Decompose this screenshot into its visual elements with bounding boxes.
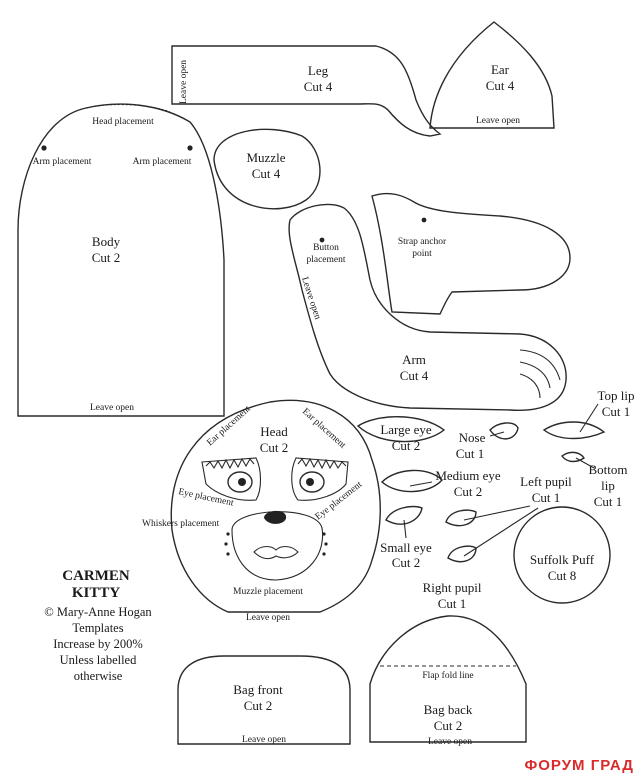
nose-cut: Cut 1 [456, 446, 485, 461]
head-ear-placement-left: Ear placement [205, 404, 253, 448]
ear-name: Ear [491, 62, 510, 77]
pattern-note-2: Increase by 200% [53, 637, 143, 651]
bag-back-cut: Cut 2 [434, 718, 463, 733]
large-eye-cut: Cut 2 [392, 438, 421, 453]
bag-back-name: Bag back [424, 702, 473, 717]
left-pupil-mark [238, 478, 246, 486]
left-pupil-name: Left pupil [520, 474, 572, 489]
suffolk-puff-piece: Suffolk Puff Cut 8 [513, 506, 611, 604]
pupil-pieces: Left pupil Cut 1 Right pupil Cut 1 [423, 474, 573, 611]
top-lip-cut: Cut 1 [602, 404, 631, 419]
leg-piece: Leg Cut 4 Leave open [171, 45, 442, 137]
body-arm-placement-left: Arm placement [33, 157, 92, 167]
head-whiskers-placement: Whiskers placement [142, 519, 220, 529]
pattern-credit: © Mary-Anne Hogan [44, 605, 152, 619]
small-eye-name: Small eye [380, 540, 432, 555]
small-eye-cut: Cut 2 [392, 555, 421, 570]
nose-name: Nose [459, 430, 486, 445]
ear-leave-open: Leave open [476, 116, 520, 126]
right-pupil-cut: Cut 1 [438, 596, 467, 611]
pattern-title-block: CARMEN KITTY © Mary-Anne Hogan Templates… [44, 568, 152, 683]
bag-front-name: Bag front [233, 682, 283, 697]
body-leave-open: Leave open [90, 403, 134, 413]
arm-piece: Button placement Leave open Arm Cut 4 [288, 203, 567, 411]
head-ear-placement-right: Ear placement [300, 407, 348, 451]
head-leave-open: Leave open [246, 613, 290, 623]
bottom-lip-name-2: lip [601, 478, 615, 493]
bag-front-leave-open: Leave open [242, 735, 286, 745]
nose-piece: Nose Cut 1 [456, 422, 519, 461]
small-eye-piece: Small eye Cut 2 [380, 505, 432, 570]
pattern-note-4: otherwise [74, 669, 123, 683]
strap-piece: Strap anchor point [371, 192, 571, 315]
right-pupil-name: Right pupil [423, 580, 482, 595]
bottom-lip-cut: Cut 1 [594, 494, 623, 509]
arm-placement-left-dot [41, 145, 47, 151]
body-piece: Head placement Arm placement Arm placeme… [17, 103, 225, 417]
arm-cut: Cut 4 [400, 368, 429, 383]
right-pupil-mark [306, 478, 314, 486]
head-eye-placement: Eye placement [177, 487, 234, 509]
arm-button-label-1: Button [313, 243, 339, 253]
pattern-title-line2: KITTY [72, 585, 121, 601]
head-name: Head [260, 424, 288, 439]
muzzle-piece: Muzzle Cut 4 [213, 128, 321, 210]
button-placement-dot [319, 237, 325, 243]
left-pupil-shape [445, 509, 477, 527]
medium-eye-name: Medium eye [435, 468, 501, 483]
watermark-logo: ФОРУМ ГРАД [524, 757, 634, 774]
strap-anchor-label-2: point [412, 249, 432, 259]
bag-front-piece: Bag front Cut 2 Leave open [177, 655, 351, 745]
right-pupil-shape [447, 545, 477, 563]
arm-name: Arm [402, 352, 426, 367]
ear-cut: Cut 4 [486, 78, 515, 93]
pattern-note-1: Templates [72, 621, 123, 635]
suffolk-puff-name: Suffolk Puff [530, 552, 595, 567]
strap-anchor-dot [421, 217, 427, 223]
arm-placement-right-dot [187, 145, 193, 151]
medium-eye-cut: Cut 2 [454, 484, 483, 499]
pattern-title-line1: CARMEN [62, 568, 130, 584]
leg-cut: Cut 4 [304, 79, 333, 94]
head-muzzle-placement: Muzzle placement [233, 587, 303, 597]
muzzle-name: Muzzle [247, 150, 286, 165]
leg-name: Leg [308, 63, 329, 78]
arm-button-label-2: placement [306, 255, 345, 265]
bottom-lip-name-1: Bottom [588, 462, 627, 477]
head-cut: Cut 2 [260, 440, 289, 455]
top-lip-piece: Top lip Cut 1 [542, 388, 635, 440]
left-pupil-cut: Cut 1 [532, 490, 561, 505]
large-eye-name: Large eye [380, 422, 432, 437]
body-arm-placement-right: Arm placement [133, 157, 192, 167]
body-name: Body [92, 234, 121, 249]
head-piece: Head Cut 2 Ear placement Ear placement E… [142, 399, 381, 623]
bag-front-cut: Cut 2 [244, 698, 273, 713]
bag-back-fold-label: Flap fold line [422, 670, 473, 681]
suffolk-puff-cut: Cut 8 [548, 568, 577, 583]
medium-eye-piece: Medium eye Cut 2 [380, 468, 501, 499]
pattern-note-3: Unless labelled [60, 653, 137, 667]
bottom-lip-piece: Bottom lip Cut 1 [561, 451, 628, 509]
top-lip-name: Top lip [597, 388, 634, 403]
leg-leave-open: Leave open [179, 60, 189, 104]
large-eye-piece: Large eye Cut 2 [356, 416, 446, 453]
strap-anchor-label-1: Strap anchor [398, 237, 447, 247]
arm-leave-open: Leave open [299, 276, 322, 321]
ear-piece: Ear Cut 4 Leave open [429, 21, 555, 129]
bag-back-leave-open: Leave open [428, 737, 472, 747]
body-cut: Cut 2 [92, 250, 121, 265]
muzzle-cut: Cut 4 [252, 166, 281, 181]
body-head-placement: Head placement [92, 117, 154, 127]
bag-back-piece: Flap fold line Bag back Cut 2 Leave open [369, 615, 527, 747]
